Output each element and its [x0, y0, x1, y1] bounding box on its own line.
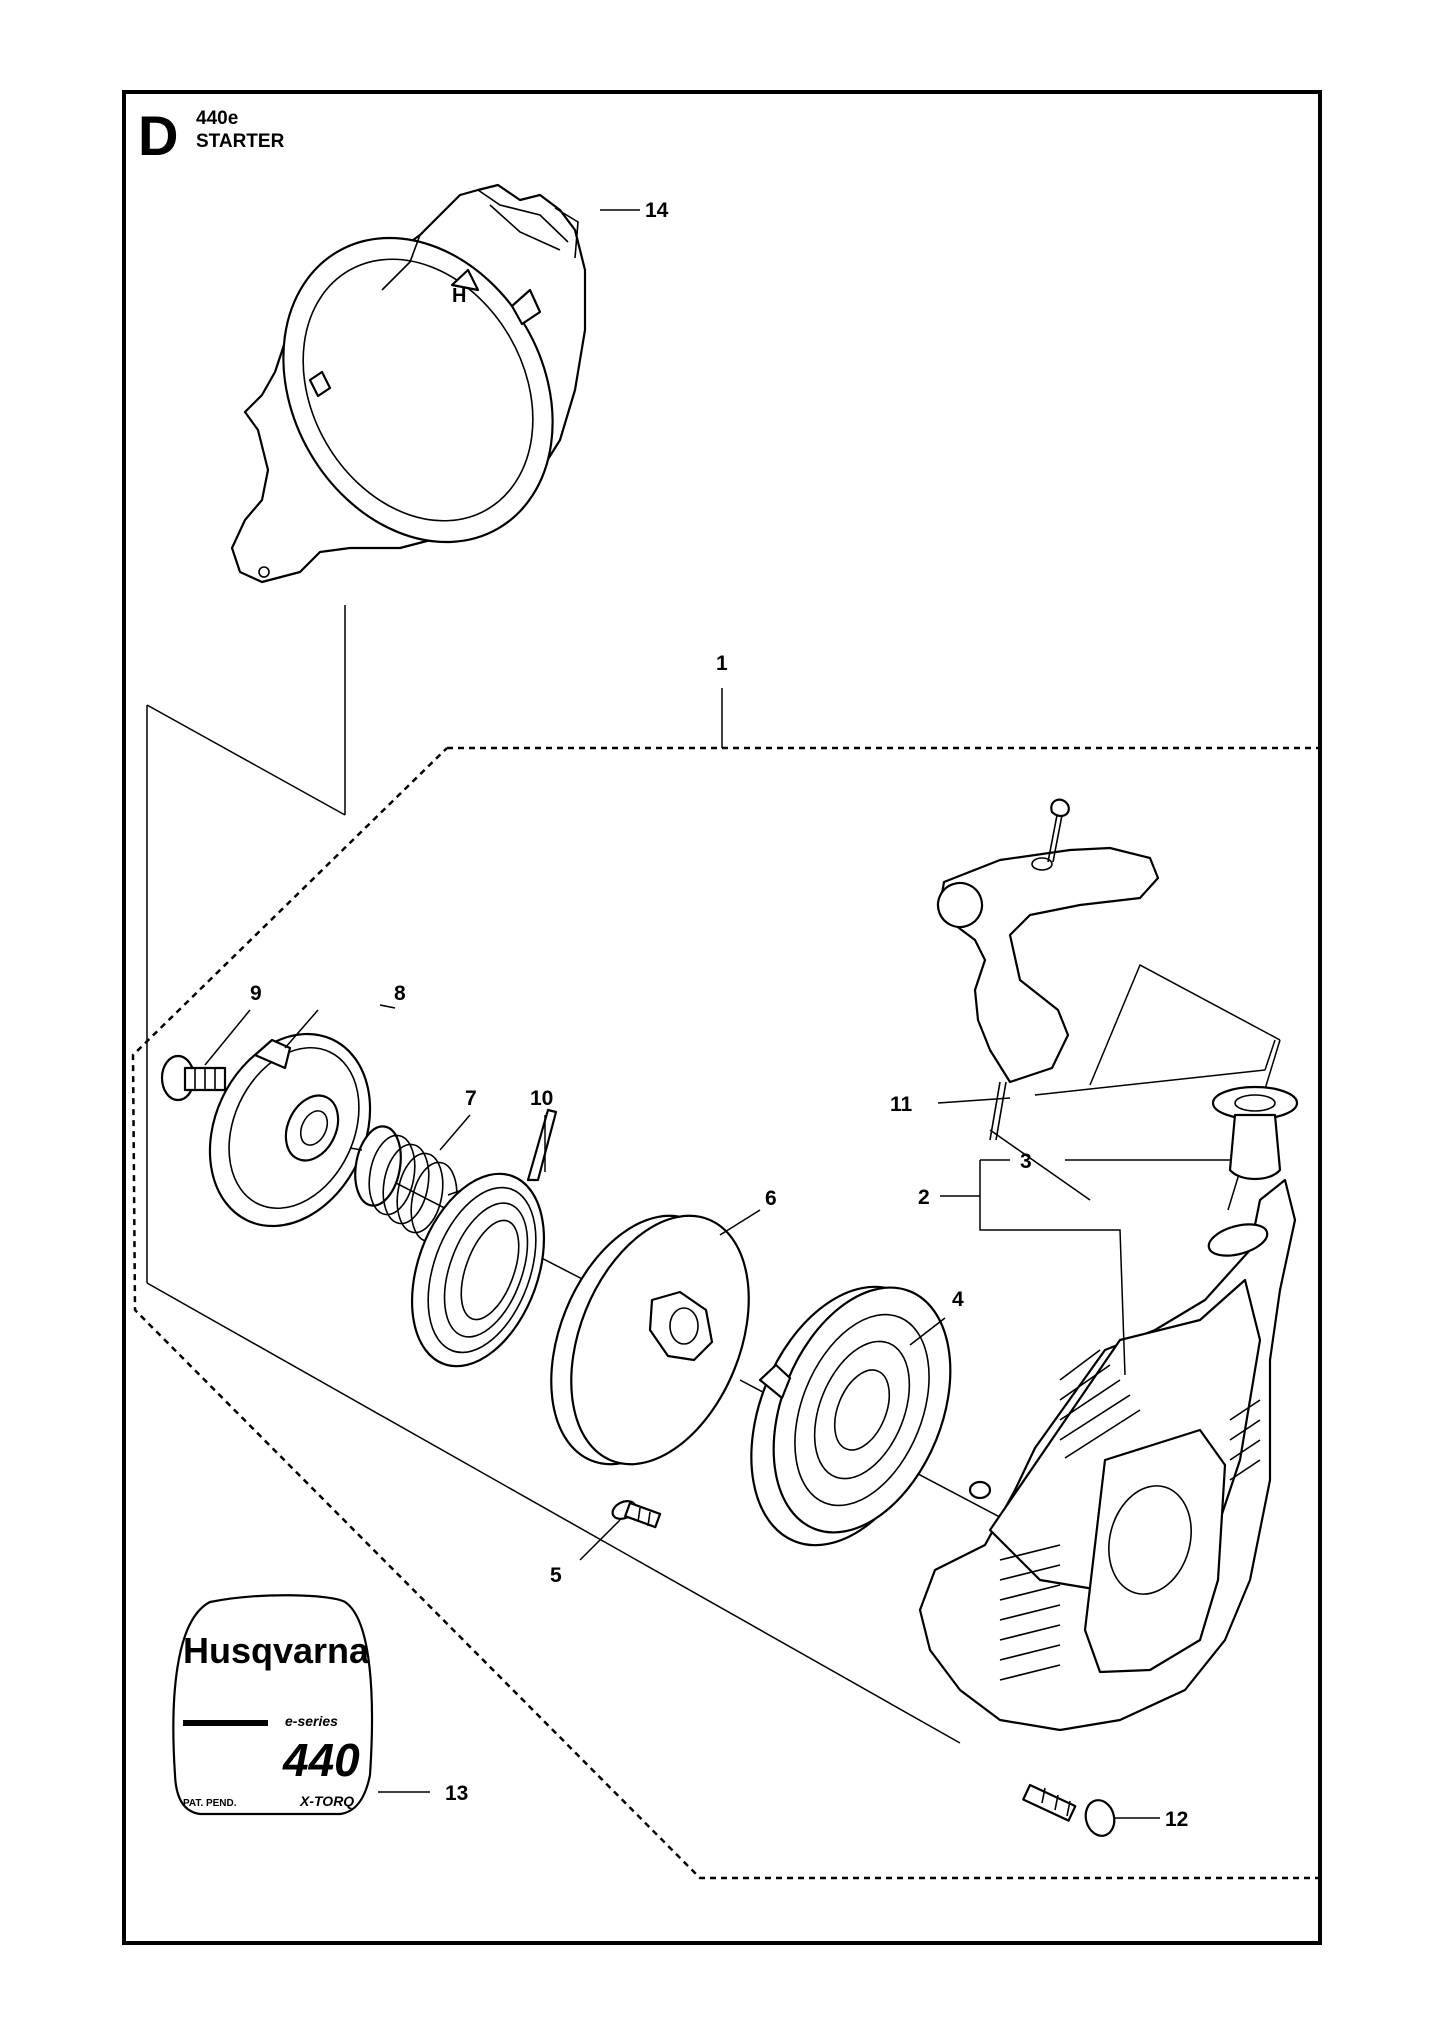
callout-11: 11 [890, 1093, 913, 1116]
part-13-decal: Husqvarna e-series 440 PAT. PEND. X-TORQ [172, 1594, 374, 1816]
part-3-rope-guide [1211, 1085, 1299, 1181]
callout-13: 13 [445, 1782, 468, 1805]
leader-lines [204, 209, 1232, 1819]
part-11-starter-handle [936, 798, 1160, 1141]
callout-3: 3 [1020, 1150, 1032, 1173]
callout-5: 5 [550, 1564, 562, 1587]
callout-2: 2 [918, 1186, 930, 1209]
part-8-pulley-hub [208, 1032, 372, 1228]
callout-6: 6 [765, 1187, 777, 1210]
diagram-frame [122, 90, 1322, 1945]
callout-1: 1 [716, 652, 728, 675]
decal-series-text: e-series [285, 1713, 338, 1729]
callout-10: 10 [530, 1087, 553, 1110]
part-6-rope-pulley [550, 1214, 750, 1466]
callout-9: 9 [250, 982, 262, 1005]
callout-4: 4 [952, 1288, 964, 1311]
part-9-bolt [160, 1054, 227, 1102]
model-name: 440e [196, 108, 239, 129]
callout-labels: 14 1 9 8 7 10 6 4 5 11 3 2 12 13 [250, 199, 1188, 1831]
part-12-bolt [1022, 1783, 1116, 1837]
decal-brand-text: Husqvarna [183, 1630, 370, 1671]
callout-7: 7 [465, 1087, 477, 1110]
part-14-fan-housing: H [230, 183, 587, 584]
cover-vent-slots [999, 1349, 1261, 1681]
decal-stripe [183, 1720, 268, 1726]
section-letter: D [138, 104, 179, 167]
decal-tech-text: X-TORQ [299, 1793, 354, 1809]
callout-14: 14 [645, 199, 669, 222]
part-10-starter-rope [410, 1108, 558, 1368]
decal-pat-text: PAT. PEND. [183, 1798, 237, 1809]
part-2-starter-cover [918, 1178, 1297, 1732]
housing-logo-mark: H [452, 285, 466, 307]
part-5-screw [611, 1500, 662, 1529]
decal-model-text: 440 [282, 1734, 360, 1786]
part-4-recoil-cassette [750, 1285, 952, 1547]
diagram-title: STARTER [196, 131, 285, 152]
callout-12: 12 [1165, 1808, 1188, 1831]
assembly-1-boundary [131, 746, 1322, 1880]
callout-8: 8 [394, 982, 406, 1005]
